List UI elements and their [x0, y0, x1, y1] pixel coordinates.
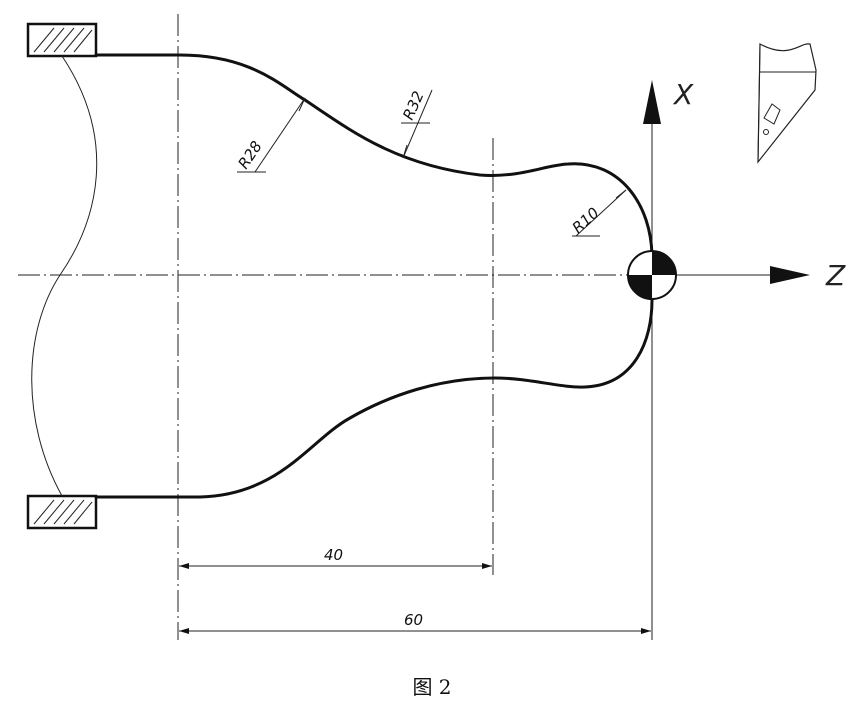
dimension-40-label: 40	[324, 546, 343, 564]
break-line	[31, 55, 98, 497]
radius-r10: R10	[569, 189, 627, 237]
radius-r28: R28	[234, 97, 306, 173]
z-axis: Z	[652, 259, 846, 292]
part-profile-upper	[94, 53, 654, 260]
chuck-jaw-bottom	[26, 494, 98, 530]
figure-caption: 图 2	[412, 675, 451, 699]
cutting-tool-icon	[757, 43, 817, 164]
r32-label: R32	[399, 88, 427, 122]
radius-r32: R32	[399, 88, 433, 159]
chuck-jaw-top	[26, 22, 98, 58]
tool-origin-marker	[627, 250, 677, 300]
dimension-60: 60	[179, 611, 651, 634]
x-axis-label: X	[672, 78, 694, 111]
dimension-40: 40	[179, 546, 492, 569]
r10-label: R10	[569, 204, 603, 237]
part-profile-lower	[94, 298, 654, 499]
r28-label: R28	[234, 138, 265, 173]
z-axis-label: Z	[825, 259, 846, 292]
dimension-60-label: 60	[404, 611, 423, 629]
